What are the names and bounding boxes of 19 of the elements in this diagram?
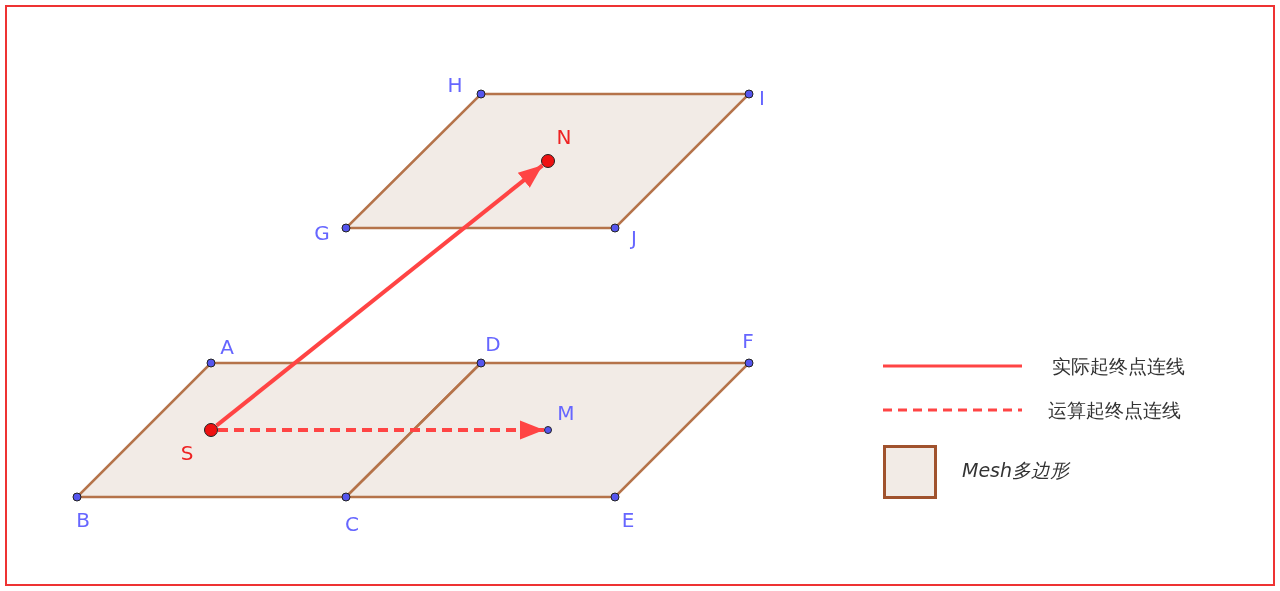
arrow	[215, 163, 544, 428]
point-label: N	[556, 126, 572, 148]
point-label: S	[180, 442, 194, 464]
point-label: C	[345, 513, 359, 535]
point-label: F	[742, 330, 754, 352]
legend-text: 实际起终点连线	[1052, 354, 1185, 378]
point-marker	[544, 426, 552, 434]
arrow	[218, 420, 544, 440]
legend-text: 运算起终点连线	[1048, 398, 1181, 422]
point-label: M	[557, 402, 575, 424]
point-label: G	[314, 222, 330, 244]
point-label: E	[621, 509, 635, 531]
point-label: B	[76, 509, 90, 531]
legend-text: Mesh多边形	[962, 458, 1070, 482]
point-label: H	[447, 74, 463, 96]
point-label: I	[759, 87, 765, 109]
point-label: A	[220, 336, 234, 358]
point-label: J	[631, 227, 637, 249]
point-label: D	[485, 333, 501, 355]
